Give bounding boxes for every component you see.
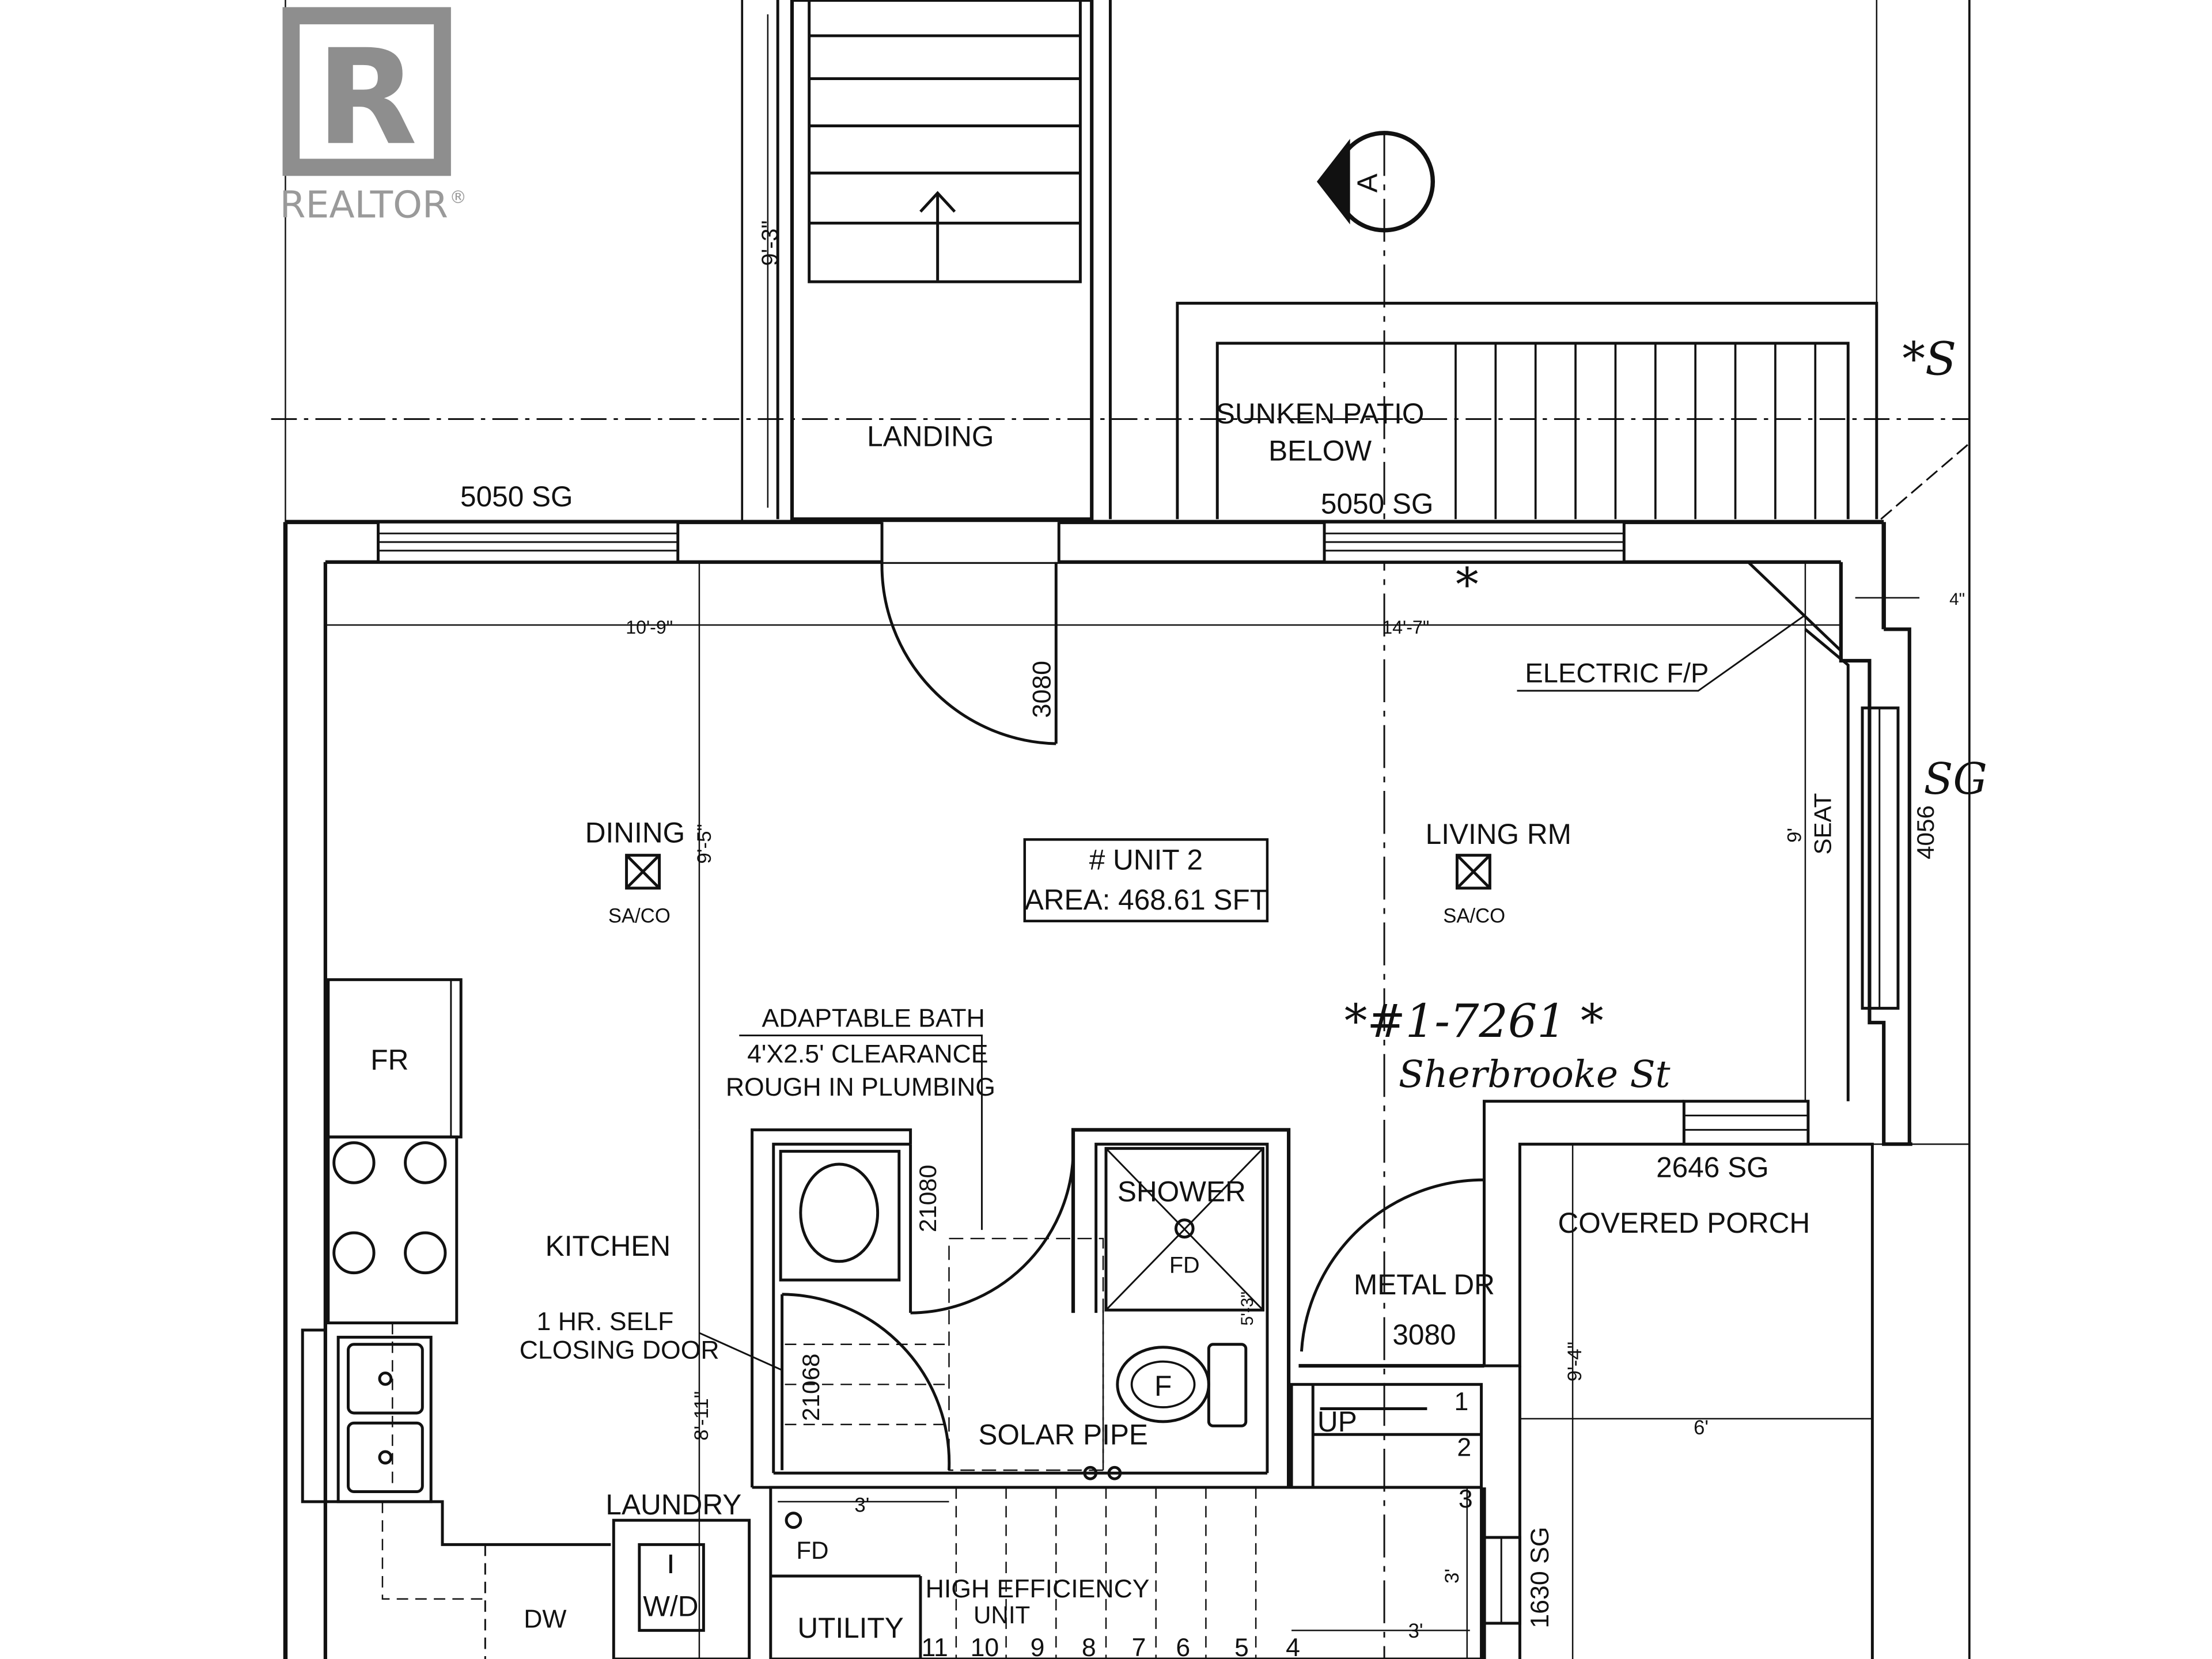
dim-3-bottom: 3' xyxy=(1408,1620,1423,1642)
toilet-symbol: F xyxy=(1154,1370,1172,1402)
stair-step-5: 5 xyxy=(1234,1634,1249,1659)
label-window-5050-right: 5050 SG xyxy=(1321,487,1434,520)
label-laundry-fd: FD xyxy=(796,1537,828,1564)
label-dishwasher: DW xyxy=(524,1605,566,1633)
stair-step-10: 10 xyxy=(971,1634,999,1659)
handwritten-address-line2: Sherbrooke St xyxy=(1399,1053,1671,1096)
label-kitchen: KITCHEN xyxy=(546,1230,671,1262)
dim-9-5: 9'-5" xyxy=(694,824,715,863)
realtor-watermark-text: REALTOR xyxy=(280,183,448,226)
label-metal-door-size: 3080 xyxy=(1392,1319,1456,1351)
label-window-2646: 2646 SG xyxy=(1656,1151,1769,1183)
stair-step-2: 2 xyxy=(1457,1433,1471,1461)
stair-step-1: 1 xyxy=(1454,1388,1468,1416)
stair-step-7: 7 xyxy=(1132,1634,1146,1659)
label-sunken-patio: SUNKEN PATIO xyxy=(1216,397,1425,430)
label-shower-fd: FD xyxy=(1169,1253,1200,1278)
section-marker-letter: A xyxy=(1351,173,1384,192)
dim-9-3: 9'-3" xyxy=(757,221,783,266)
label-electric-fp: ELECTRIC F/P xyxy=(1525,657,1709,688)
unit-number: # UNIT 2 xyxy=(1089,843,1203,876)
realtor-logo: R REALTOR ® xyxy=(280,7,467,226)
label-up: UP xyxy=(1317,1406,1357,1438)
label-high-efficiency: HIGH EFFICIENCY xyxy=(926,1575,1150,1603)
label-shower: SHOWER xyxy=(1118,1175,1246,1207)
label-window-4056: 4056 xyxy=(1912,805,1939,859)
dim-6: 6' xyxy=(1694,1417,1709,1439)
stair-step-numbers: 1 2 3 4 5 6 7 8 9 10 11 xyxy=(922,1388,1473,1659)
label-sg-right: SG xyxy=(1924,754,1987,804)
dim-10-9: 10'-9" xyxy=(626,617,673,638)
label-window-1630: 1630 SG xyxy=(1526,1527,1554,1628)
label-unit-word: UNIT xyxy=(974,1601,1030,1628)
label-laundry: LAUNDRY xyxy=(605,1488,741,1521)
label-clearance: 4'X2.5' CLEARANCE xyxy=(747,1040,988,1069)
realtor-logo-letter: R xyxy=(316,21,417,174)
label-living-rm: LIVING RM xyxy=(1426,818,1571,850)
label-self-closing-2: CLOSING DOOR xyxy=(520,1336,719,1365)
dim-9: 9' xyxy=(1784,828,1806,843)
label-covered-porch: COVERED PORCH xyxy=(1558,1207,1810,1239)
label-below: BELOW xyxy=(1268,434,1372,467)
unit-area: AREA: 468.61 SFT xyxy=(1025,884,1267,916)
label-washer-dryer: W/D xyxy=(643,1590,698,1622)
label-dining: DINING xyxy=(585,816,685,849)
stair-step-6: 6 xyxy=(1176,1634,1190,1659)
stair-step-4: 4 xyxy=(1286,1634,1300,1659)
dim-4-inch: 4" xyxy=(1949,590,1965,609)
stair-step-8: 8 xyxy=(1082,1634,1096,1659)
label-fridge: FR xyxy=(370,1044,408,1076)
label-seat: SEAT xyxy=(1809,793,1836,855)
realtor-registered-mark: ® xyxy=(449,188,467,208)
dim-3-vert: 3' xyxy=(1441,1569,1463,1584)
label-door-21068: 21068 xyxy=(797,1354,824,1421)
dim-8-11: 8'-11" xyxy=(691,1391,713,1441)
note-top-right: *S xyxy=(1902,332,1956,385)
label-adaptable-bath: ADAPTABLE BATH xyxy=(762,1005,985,1033)
label-rough-plumbing: ROUGH IN PLUMBING xyxy=(726,1073,995,1101)
label-metal-door: METAL DR xyxy=(1354,1268,1495,1301)
stair-step-3: 3 xyxy=(1459,1485,1473,1513)
asterisk-note: * xyxy=(1456,558,1479,612)
label-solar-pipe: SOLAR PIPE xyxy=(978,1419,1148,1451)
label-window-5050-left: 5050 SG xyxy=(460,480,573,513)
stair-step-11: 11 xyxy=(922,1634,948,1659)
dim-5-3: 5'-3" xyxy=(1238,1291,1257,1325)
dim-14-7: 14'-7" xyxy=(1382,617,1429,638)
label-self-closing-1: 1 HR. SELF xyxy=(537,1308,674,1336)
handwritten-address-line1: *#1-7261 * xyxy=(1344,994,1604,1048)
label-utility: UTILITY xyxy=(797,1612,903,1644)
stair-step-9: 9 xyxy=(1031,1634,1045,1659)
dim-9-4: 9'-4" xyxy=(1564,1342,1586,1381)
label-dining-sa-co: SA/CO xyxy=(608,905,671,927)
label-living-sa-co: SA/CO xyxy=(1443,905,1505,927)
label-door-21080: 21080 xyxy=(914,1165,941,1232)
dim-3-left: 3' xyxy=(854,1494,869,1516)
label-door-3080-top: 3080 xyxy=(1028,661,1056,718)
label-landing: LANDING xyxy=(867,421,994,453)
